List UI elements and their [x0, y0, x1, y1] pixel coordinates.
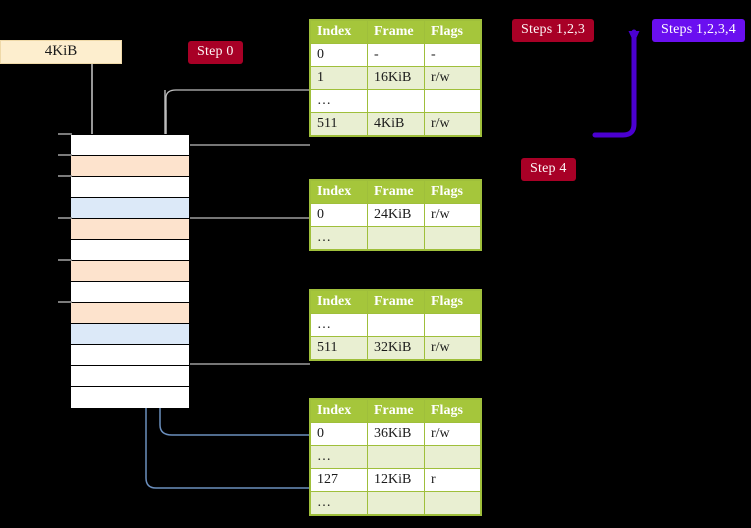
table-cell-frame: 24KiB [367, 203, 425, 227]
memory-frame-row [71, 303, 189, 324]
table-cell-frame [367, 313, 425, 337]
wire-violet-steps-bracket [592, 29, 640, 138]
memory-frame-row [71, 177, 189, 198]
table-cell-index: … [310, 491, 368, 515]
table-cell-index: … [310, 445, 368, 469]
table-cell-flags [424, 313, 481, 337]
column-header-flags: Flags [424, 20, 481, 44]
table-cell-index: … [310, 89, 368, 113]
size-label-4kib: 4KiB [0, 40, 122, 64]
table-cell-frame: 4KiB [367, 112, 425, 136]
column-header-frame: Frame [367, 20, 425, 44]
badge-step-4: Step 4 [521, 158, 576, 181]
column-header-flags: Flags [424, 180, 481, 204]
column-header-index: Index [310, 290, 368, 314]
table-cell-frame [367, 445, 425, 469]
table-cell-flags [424, 491, 481, 515]
memory-frame-row [71, 324, 189, 345]
column-header-frame: Frame [367, 290, 425, 314]
column-header-index: Index [310, 180, 368, 204]
table-cell-flags [424, 226, 481, 250]
table-cell-index: … [310, 226, 368, 250]
badge-steps-123: Steps 1,2,3 [512, 19, 595, 42]
table-cell-flags [424, 89, 481, 113]
table-cell-frame: 36KiB [367, 422, 425, 446]
table-cell-flags: - [424, 43, 481, 67]
table-cell-flags: r/w [424, 112, 481, 136]
table-row: … [310, 89, 481, 113]
memory-frame-row [71, 219, 189, 240]
memory-frame-row [71, 366, 189, 387]
memory-frame-row [71, 198, 189, 219]
table-cell-flags: r/w [424, 66, 481, 90]
table-cell-flags: r/w [424, 422, 481, 446]
table-cell-frame: 12KiB [367, 468, 425, 492]
column-header-flags: Flags [424, 399, 481, 423]
table-cell-index: … [310, 313, 368, 337]
table-cell-index: 1 [310, 66, 368, 90]
table-row: … [310, 226, 481, 250]
table-cell-frame [367, 226, 425, 250]
badge-steps-1234: Steps 1,2,3,4 [652, 19, 745, 42]
table-cell-frame: 32KiB [367, 336, 425, 360]
memory-frame-row [71, 387, 189, 408]
table-cell-index: 127 [310, 468, 368, 492]
table-row: … [310, 491, 481, 515]
table-cell-flags [424, 445, 481, 469]
memory-frame-column [70, 134, 190, 408]
table-cell-frame: - [367, 43, 425, 67]
table-cell-index: 0 [310, 422, 368, 446]
column-header-index: Index [310, 20, 368, 44]
memory-frame-row [71, 240, 189, 261]
table-cell-flags: r [424, 468, 481, 492]
column-header-flags: Flags [424, 290, 481, 314]
table-row: … [310, 445, 481, 469]
table-cell-frame: 16KiB [367, 66, 425, 90]
table-row: 0-- [310, 43, 481, 67]
column-header-frame: Frame [367, 180, 425, 204]
memory-frame-row [71, 282, 189, 303]
wire-table3-to-memory [173, 296, 310, 365]
memory-frame-row [71, 156, 189, 177]
column-header-frame: Frame [367, 399, 425, 423]
column-header-index: Index [310, 399, 368, 423]
badge-step-0: Step 0 [188, 41, 243, 64]
memory-frame-row [71, 135, 189, 156]
table-cell-index: 0 [310, 43, 368, 67]
table-cell-index: 511 [310, 112, 368, 136]
memory-frame-row [71, 261, 189, 282]
table-cell-index: 511 [310, 336, 368, 360]
table-cell-flags: r/w [424, 336, 481, 360]
table-cell-frame [367, 491, 425, 515]
table-cell-frame [367, 89, 425, 113]
memory-frame-row [71, 345, 189, 366]
table-cell-flags: r/w [424, 203, 481, 227]
table-cell-index: 0 [310, 203, 368, 227]
table-row: … [310, 313, 481, 337]
